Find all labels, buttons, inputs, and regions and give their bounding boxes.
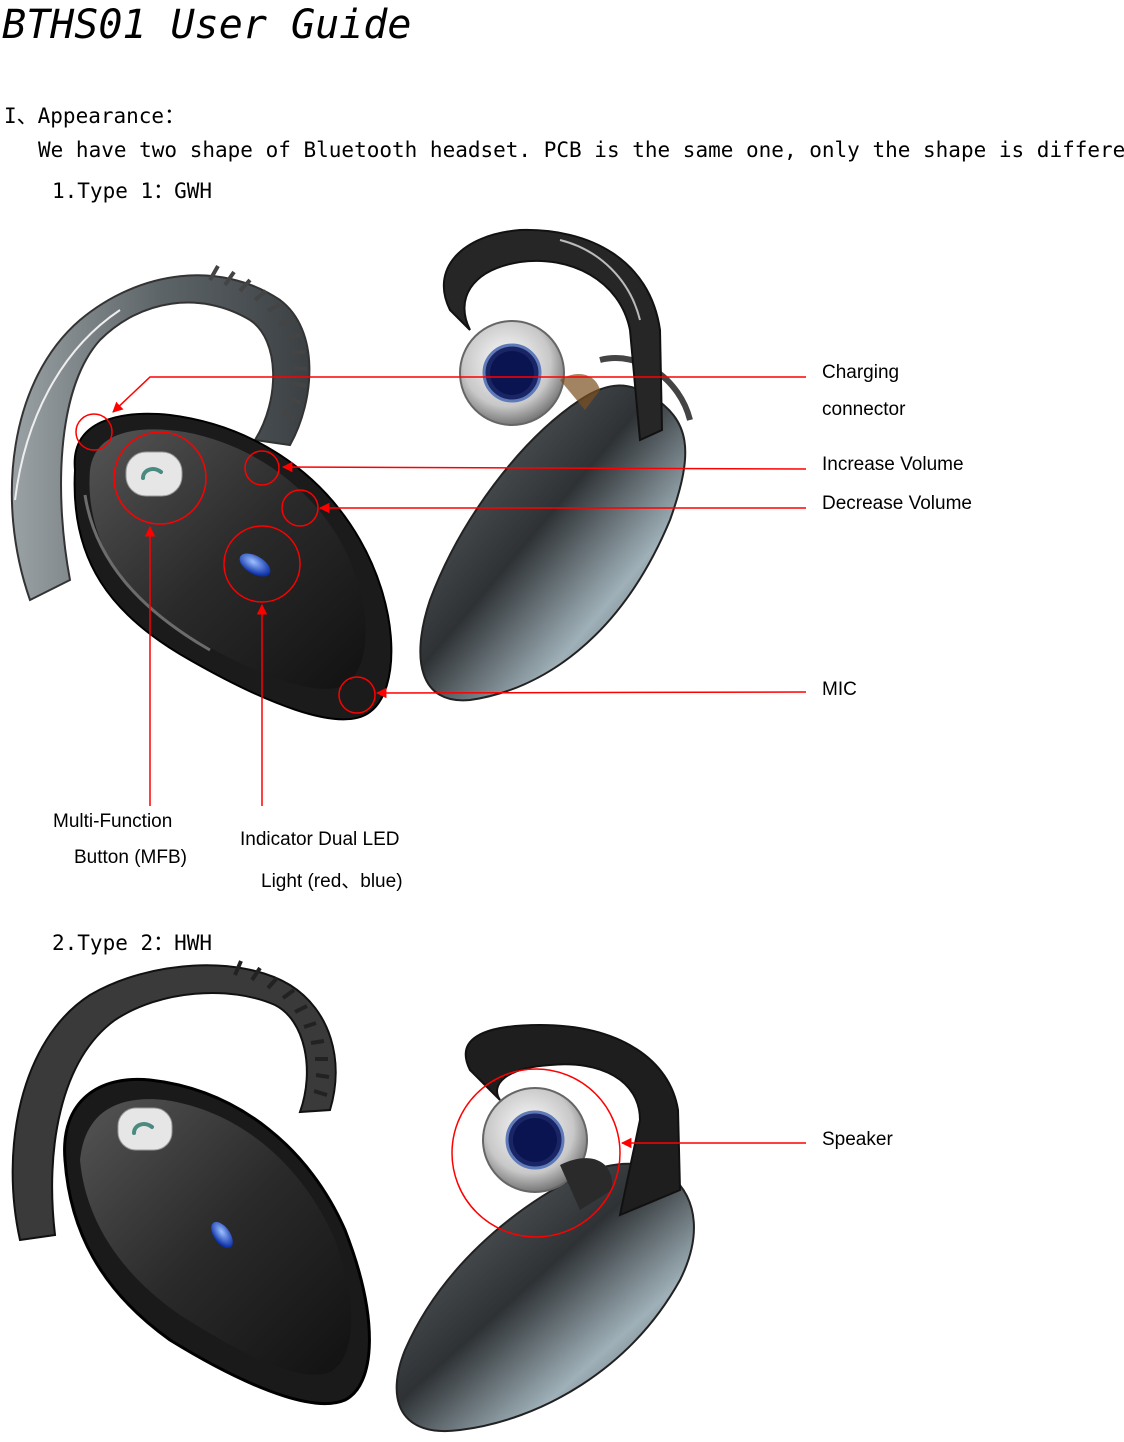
label-led-1: Indicator Dual LED <box>240 829 400 850</box>
blue-led <box>239 553 271 577</box>
label-decrease-volume: Decrease Volume <box>822 493 972 514</box>
type2-heading: 2.Type 2：HWH <box>52 931 213 955</box>
label-increase-volume: Increase Volume <box>822 454 964 475</box>
label-speaker: Speaker <box>822 1129 893 1150</box>
label-charging-1: Charging <box>822 362 900 383</box>
annotation-lines <box>112 376 807 806</box>
blue-led <box>211 1221 233 1249</box>
page-title: BTHS01 User Guide <box>2 2 412 48</box>
section-heading: I、Appearance： <box>4 104 186 128</box>
phone-handset-icon <box>132 1122 154 1135</box>
type1-headset-back <box>419 228 693 702</box>
type2-headset-back <box>395 1023 695 1433</box>
type1-heading: 1.Type 1：GWH <box>52 179 213 203</box>
annotation-circles <box>75 413 376 714</box>
label-mfb-2: Button (MFB) <box>74 847 187 868</box>
label-led-2: Light (red、blue) <box>261 871 403 892</box>
type2-headset-front <box>11 960 371 1405</box>
label-mfb-1: Multi-Function <box>53 811 173 832</box>
intro-paragraph: We have two shape of Bluetooth headset. … <box>38 138 1124 162</box>
phone-handset-icon <box>141 467 163 480</box>
type1-ear-hook <box>10 265 311 602</box>
label-mic: MIC <box>822 679 857 700</box>
speaker-annotation-circle <box>451 1068 621 1238</box>
type1-headset-front <box>73 412 393 721</box>
label-charging-2: connector <box>822 399 906 420</box>
